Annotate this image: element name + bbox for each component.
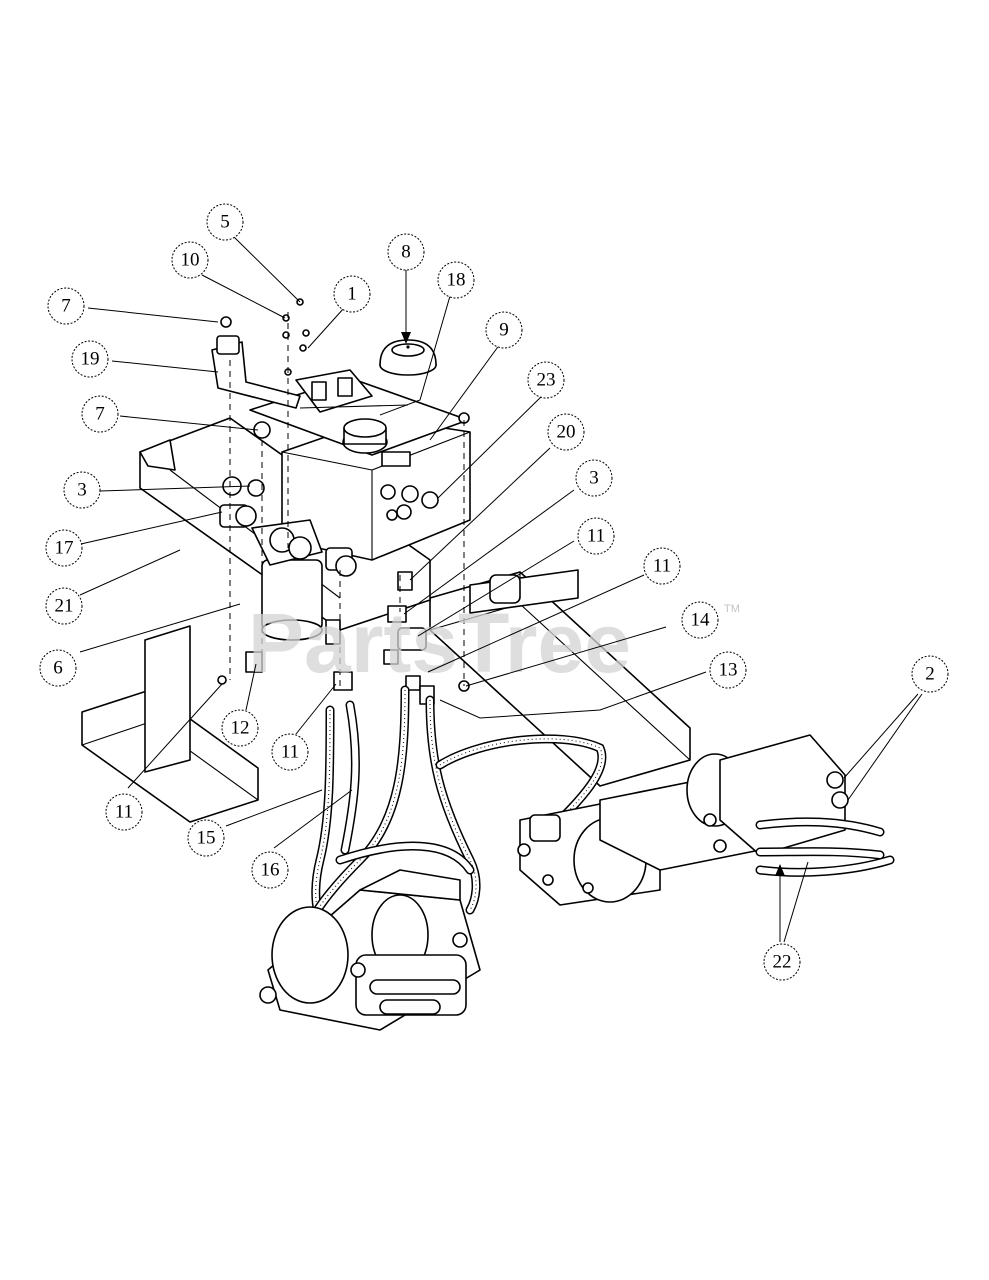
callout-18: 18	[437, 261, 475, 299]
svg-text:6: 6	[53, 658, 63, 679]
svg-text:16: 16	[261, 860, 280, 881]
filter-21	[251, 519, 323, 641]
callout-9: 9	[485, 311, 523, 349]
callout-2: 2	[911, 655, 949, 693]
callout-7-second: 7	[81, 395, 119, 433]
svg-text:21: 21	[55, 596, 74, 617]
watermark-tm: TM	[724, 603, 740, 615]
svg-text:1: 1	[347, 284, 357, 305]
callout-3: 3	[63, 471, 101, 509]
svg-text:8: 8	[401, 242, 411, 263]
hydro-pump-left	[259, 869, 481, 1031]
svg-text:2: 2	[925, 664, 935, 685]
svg-text:12: 12	[231, 718, 250, 739]
watermark-text: PartsTree	[248, 596, 631, 690]
alignment-lines	[229, 312, 465, 690]
valve-block	[249, 377, 471, 561]
center-fittings	[217, 298, 470, 705]
svg-text:15: 15	[197, 828, 216, 849]
callout-14: 14	[681, 601, 719, 639]
callout-13: 13	[709, 651, 747, 689]
callout-8: 8	[387, 233, 425, 271]
arrowhead	[401, 332, 411, 344]
callout-12: 12	[221, 709, 259, 747]
svg-text:7: 7	[61, 296, 71, 317]
callout-11-second: 11	[643, 547, 681, 585]
svg-text:10: 10	[181, 250, 200, 271]
callout-6: 6	[39, 649, 77, 687]
callout-15: 15	[187, 819, 225, 857]
svg-text:11: 11	[653, 556, 671, 577]
arrowhead	[775, 864, 785, 876]
svg-text:23: 23	[537, 370, 556, 391]
callout-5: 5	[206, 203, 244, 241]
frame-channel-left	[81, 625, 259, 823]
bracket-19	[211, 335, 409, 413]
callout-17: 17	[45, 529, 83, 567]
svg-text:13: 13	[719, 660, 738, 681]
svg-text:3: 3	[589, 468, 599, 489]
svg-text:18: 18	[447, 270, 466, 291]
svg-text:7: 7	[95, 404, 105, 425]
callout-20: 20	[547, 413, 585, 451]
parts-drawing	[81, 298, 895, 1031]
callout-7: 7	[47, 287, 85, 325]
watermark: PartsTree TM	[248, 596, 740, 690]
callouts: 5 10 1 8 18 7 19 9 23 7 20 3 3 17 11 11 …	[39, 203, 949, 981]
svg-text:9: 9	[499, 320, 509, 341]
svg-text:3: 3	[77, 480, 87, 501]
svg-text:11: 11	[281, 742, 299, 763]
svg-text:14: 14	[691, 610, 711, 631]
svg-text:11: 11	[115, 802, 133, 823]
frame-crossmember	[429, 569, 691, 787]
callout-11: 11	[577, 517, 615, 555]
callout-16: 16	[251, 851, 289, 889]
leader-lines	[71, 236, 923, 943]
callout-22: 22	[763, 943, 801, 981]
svg-text:5: 5	[220, 212, 230, 233]
callout-10: 10	[171, 241, 209, 279]
wheel-motor-right	[599, 734, 895, 877]
svg-text:19: 19	[81, 349, 100, 370]
svg-text:17: 17	[55, 538, 74, 559]
callout-11-third: 11	[271, 733, 309, 771]
svg-text:22: 22	[773, 952, 792, 973]
callout-11-fourth: 11	[105, 793, 143, 831]
callout-1: 1	[333, 275, 371, 313]
callout-21: 21	[45, 587, 83, 625]
breather-cap-8	[379, 339, 437, 376]
svg-text:11: 11	[587, 526, 605, 547]
callout-3-second: 3	[575, 459, 613, 497]
fittings-17	[219, 421, 357, 577]
callout-19: 19	[71, 340, 109, 378]
svg-text:20: 20	[557, 422, 576, 443]
callout-23: 23	[527, 361, 565, 399]
